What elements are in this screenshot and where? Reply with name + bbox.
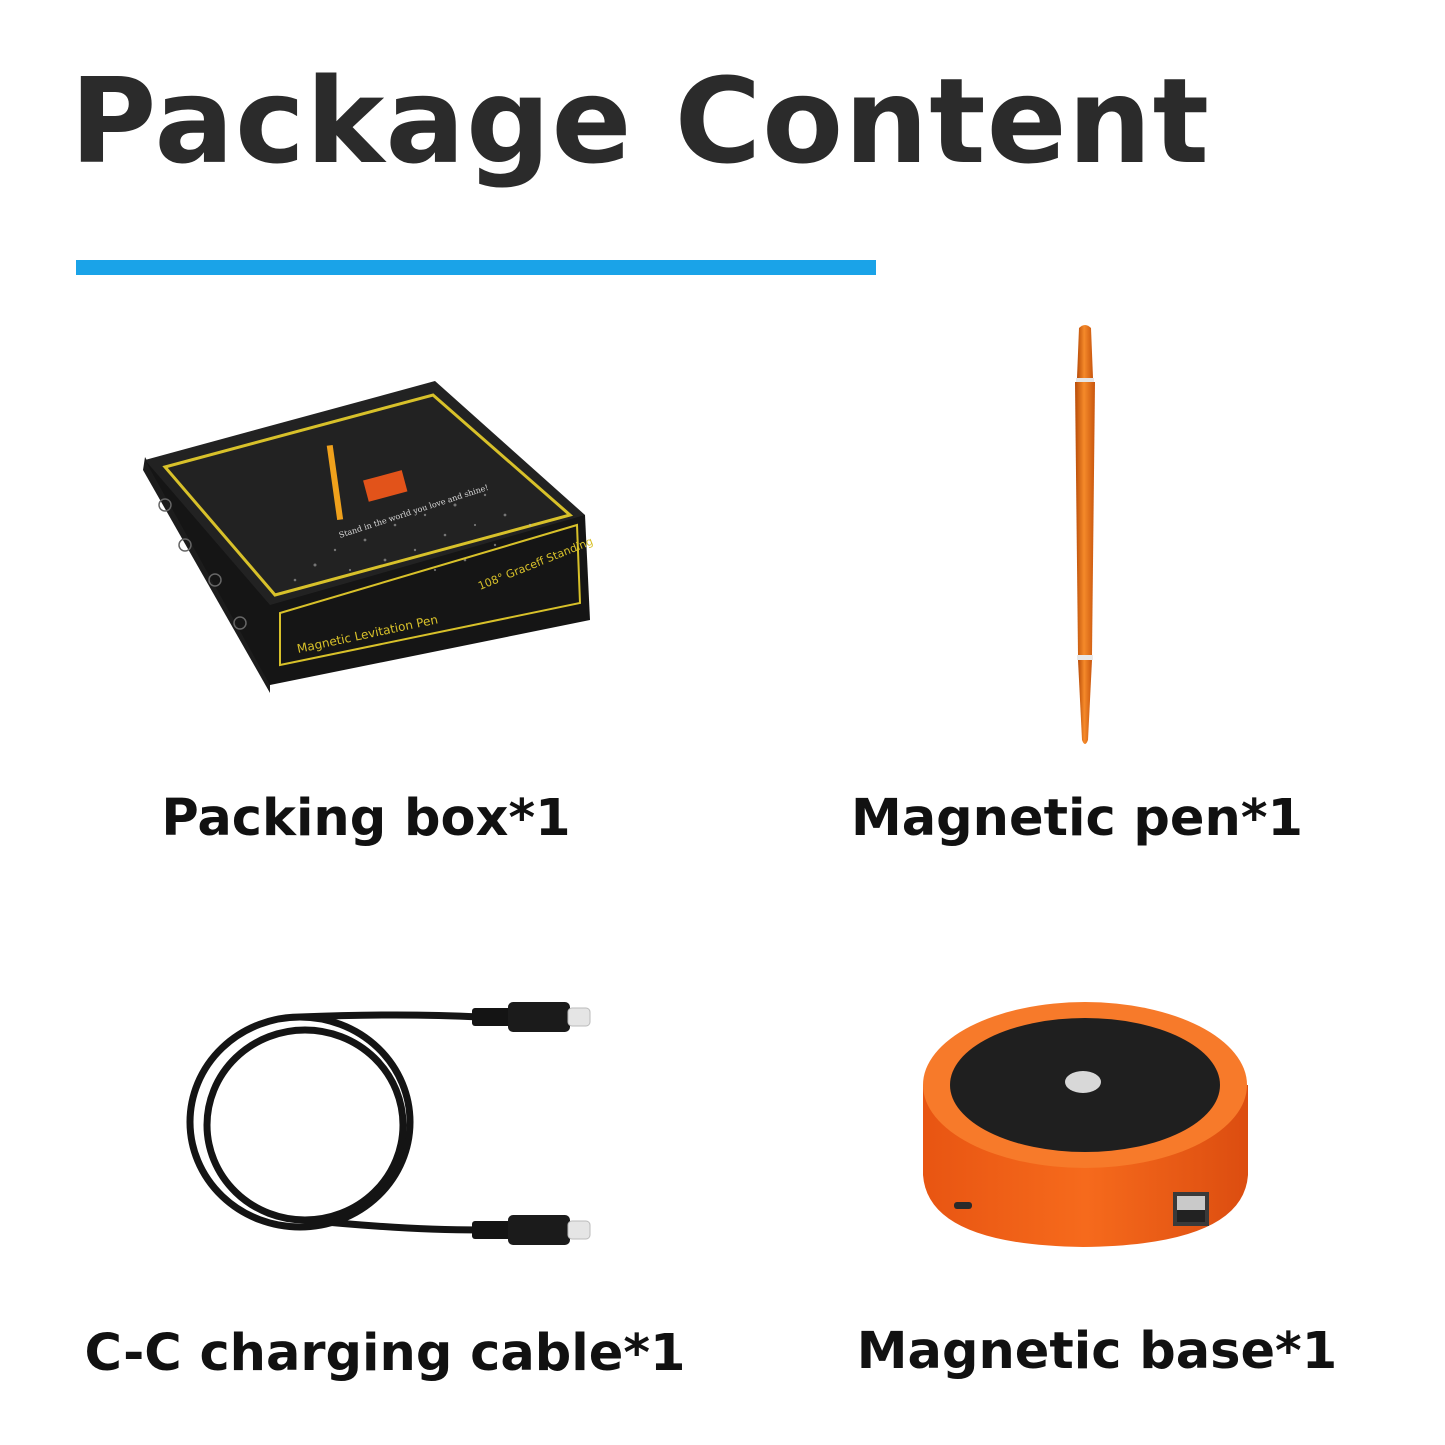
cable-label: C-C charging cable*1: [84, 1324, 686, 1383]
packing-box-label: Packing box*1: [161, 789, 571, 848]
usb-c-cable-image: [186, 1002, 591, 1245]
title-underline: [76, 260, 876, 275]
magnetic-pen-label: Magnetic pen*1: [851, 789, 1303, 848]
magnetic-base-label: Magnetic base*1: [856, 1322, 1338, 1381]
magnetic-base-image: [923, 1002, 1248, 1247]
magnetic-pen-image: [1075, 325, 1095, 744]
page-title: Package Content: [70, 52, 1211, 190]
packing-box-image: Magnetic Levitation Pen 108° Graceff Sta…: [143, 381, 595, 693]
